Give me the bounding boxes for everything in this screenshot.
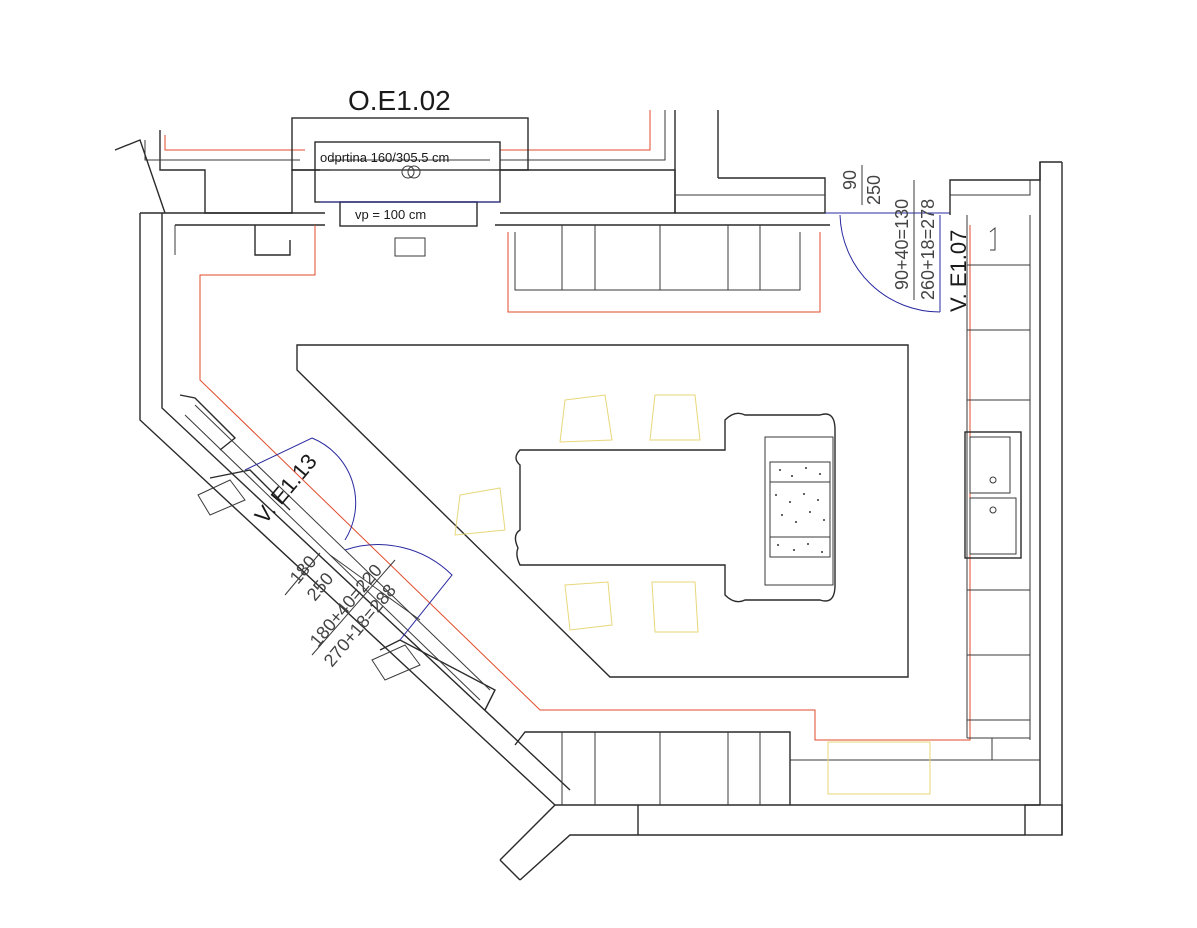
door-right-dim-a: 90: [840, 170, 860, 190]
window-sill-label: vp = 100 cm: [355, 207, 426, 222]
door-right-swing: [839, 214, 941, 313]
door-right-calc-1: 90+40=130: [892, 199, 912, 290]
door-right-dim-b: 250: [864, 175, 884, 205]
top-wall: [144, 110, 1062, 215]
island-stone-speckle: [775, 467, 825, 553]
inner-rug-outline: [296, 344, 909, 678]
window-frame: [291, 117, 529, 257]
window-tag: O.E1.02: [348, 85, 451, 116]
door-left-swing: [244, 437, 453, 641]
right-wall: [790, 162, 1063, 835]
door-right-calc-2: 260+18=278: [918, 199, 938, 300]
bar-chairs: [454, 394, 701, 633]
top-counter: [495, 224, 830, 313]
door-right-tag: V. E1.07: [946, 230, 971, 312]
bottom-counter: [514, 731, 931, 805]
window-opening-label: odprtina 160/305.5 cm: [320, 150, 449, 165]
sink-unit: [964, 431, 1022, 559]
kitchen-island: [514, 412, 836, 603]
left-diagonal-wall: [114, 139, 1063, 881]
